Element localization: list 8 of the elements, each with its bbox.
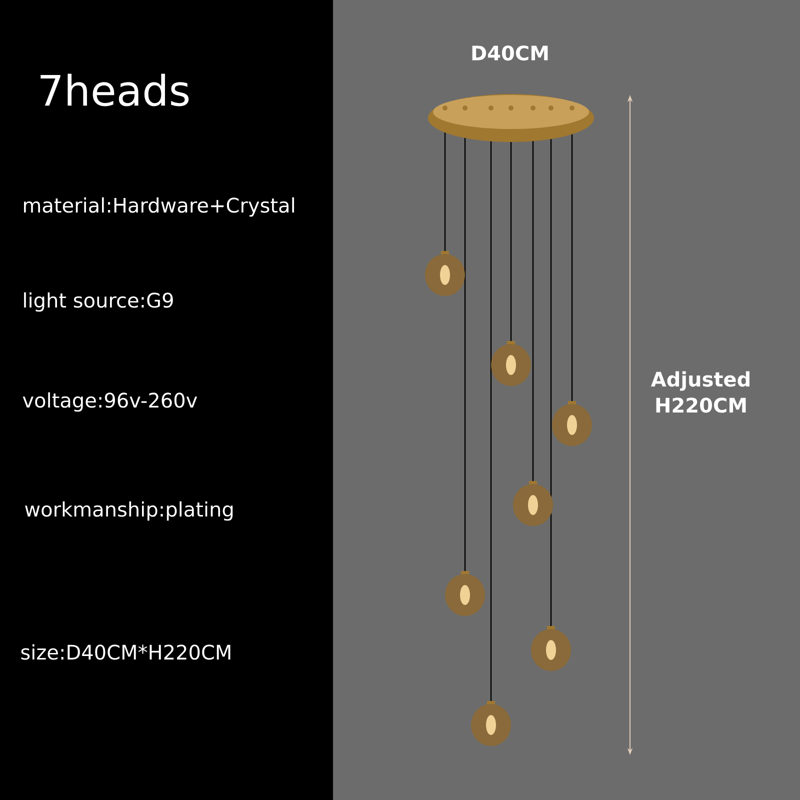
spec-label: size:D40CM*H220CM	[21, 644, 230, 660]
spec-label: material:Hardware+Crystal	[24, 197, 294, 217]
spec-label: voltage:96v-260v	[22, 392, 198, 412]
spec-label: light source:G9	[24, 292, 173, 312]
spec-label: D40CM	[472, 45, 548, 61]
title: 7heads	[40, 74, 189, 106]
spec-label: workmanship:plating	[25, 501, 233, 521]
spec-label: Adjusted H220CM	[650, 371, 750, 413]
